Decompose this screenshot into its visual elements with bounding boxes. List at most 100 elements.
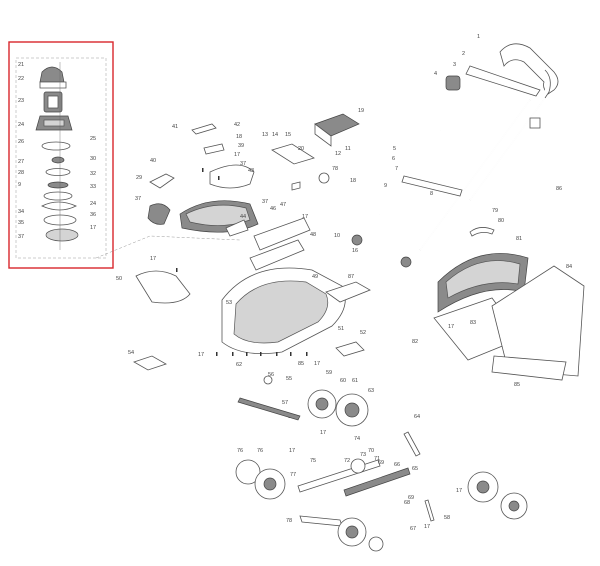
label-5: 5 — [393, 146, 396, 152]
label-27: 27 — [18, 159, 24, 165]
label-25: 25 — [90, 136, 96, 142]
label-50: 50 — [116, 276, 122, 282]
label-68: 68 — [404, 500, 410, 506]
label-17-rear2: 17 — [320, 430, 326, 436]
label-12: 12 — [335, 151, 341, 157]
label-76: 76 — [237, 448, 243, 454]
label-76b: 76 — [257, 448, 263, 454]
label-6: 6 — [392, 156, 395, 162]
label-28: 28 — [18, 170, 24, 176]
label-86: 86 — [556, 186, 562, 192]
label-9-handle: 9 — [384, 183, 387, 189]
handle-assembly — [351, 43, 559, 268]
label-24: 24 — [18, 122, 24, 128]
label-46: 46 — [270, 206, 276, 212]
label-18: 18 — [350, 178, 356, 184]
label-19: 19 — [358, 108, 364, 114]
label-29: 29 — [136, 175, 142, 181]
label-42: 42 — [234, 122, 240, 128]
label-57: 57 — [282, 400, 288, 406]
label-59: 59 — [326, 370, 332, 376]
label-62: 62 — [236, 362, 242, 368]
label-24b: 24 — [90, 201, 96, 207]
label-9: 9 — [18, 182, 21, 188]
label-71: 71 — [374, 456, 380, 462]
label-8: 8 — [430, 191, 433, 197]
label-85-box: 85 — [514, 382, 520, 388]
front-wheels — [307, 389, 369, 427]
label-49: 49 — [312, 274, 318, 280]
label-4: 4 — [434, 71, 437, 77]
label-51: 51 — [338, 326, 344, 332]
label-73: 73 — [360, 452, 366, 458]
label-23: 23 — [18, 98, 24, 104]
label-69: 69 — [378, 460, 384, 466]
box-connector-line — [95, 235, 241, 259]
label-48: 48 — [310, 232, 316, 238]
label-69b: 69 — [408, 495, 414, 501]
label-58-rear: 58 — [444, 515, 450, 521]
label-32: 32 — [90, 171, 96, 177]
label-65: 65 — [412, 466, 418, 472]
label-36: 36 — [90, 212, 96, 218]
label-43: 43 — [248, 168, 254, 174]
label-30: 30 — [90, 156, 96, 162]
label-44: 44 — [240, 214, 246, 220]
label-17-top: 17 — [234, 152, 240, 158]
label-18b: 18 — [236, 134, 242, 140]
label-47: 47 — [280, 202, 286, 208]
label-2: 2 — [462, 51, 465, 57]
motor-assembly-highlight-box — [8, 41, 114, 269]
label-17-deck: 17 — [302, 214, 308, 220]
deck-parts — [133, 217, 371, 371]
label-55: 55 — [286, 376, 292, 382]
label-17-rear4: 17 — [456, 488, 462, 494]
label-34: 34 — [18, 209, 24, 215]
label-15: 15 — [285, 132, 291, 138]
label-35: 35 — [18, 220, 24, 226]
label-64: 64 — [414, 414, 420, 420]
label-1: 1 — [477, 34, 480, 40]
label-80: 80 — [498, 218, 504, 224]
label-70: 70 — [368, 448, 374, 454]
label-60: 60 — [340, 378, 346, 384]
label-85: 85 — [298, 361, 304, 367]
grass-box-parts — [433, 227, 585, 381]
label-54: 54 — [128, 350, 134, 356]
label-3: 3 — [453, 62, 456, 68]
label-61: 61 — [352, 378, 358, 384]
label-78: 78 — [332, 166, 338, 172]
label-21: 21 — [18, 62, 24, 68]
motor-assembly — [35, 62, 79, 250]
label-81: 81 — [516, 236, 522, 242]
motor-assembly-dashed-frame — [15, 57, 107, 259]
label-13: 13 — [262, 132, 268, 138]
label-53: 53 — [226, 300, 232, 306]
label-22: 22 — [18, 76, 24, 82]
rear-axle-parts — [235, 431, 528, 552]
motor-assembly-labels: 21 22 23 24 26 27 28 9 34 35 37 25 30 32… — [18, 62, 96, 240]
label-37-left: 37 — [18, 234, 24, 240]
label-17-deck3: 17 — [198, 352, 204, 358]
label-56: 56 — [268, 372, 274, 378]
label-17-rear: 17 — [289, 448, 295, 454]
label-66: 66 — [394, 462, 400, 468]
label-17-box2: 17 — [448, 324, 454, 330]
rear-axle-labels: 76 76 17 75 77 78 17 74 70 71 73 72 69 6… — [237, 414, 462, 532]
label-37: 37 — [240, 161, 246, 167]
label-72: 72 — [344, 458, 350, 464]
label-75: 75 — [310, 458, 316, 464]
top-cover-parts — [147, 123, 259, 237]
label-67: 67 — [410, 526, 416, 532]
label-83: 83 — [470, 320, 476, 326]
blade-parts — [237, 375, 301, 421]
label-20: 20 — [298, 146, 304, 152]
label-7: 7 — [395, 166, 398, 172]
label-17-rear3: 17 — [424, 524, 430, 530]
label-79: 79 — [492, 208, 498, 214]
label-87: 87 — [348, 274, 354, 280]
switch-box-parts — [271, 113, 360, 191]
label-17-deck4: 17 — [314, 361, 320, 367]
label-26: 26 — [18, 139, 24, 145]
